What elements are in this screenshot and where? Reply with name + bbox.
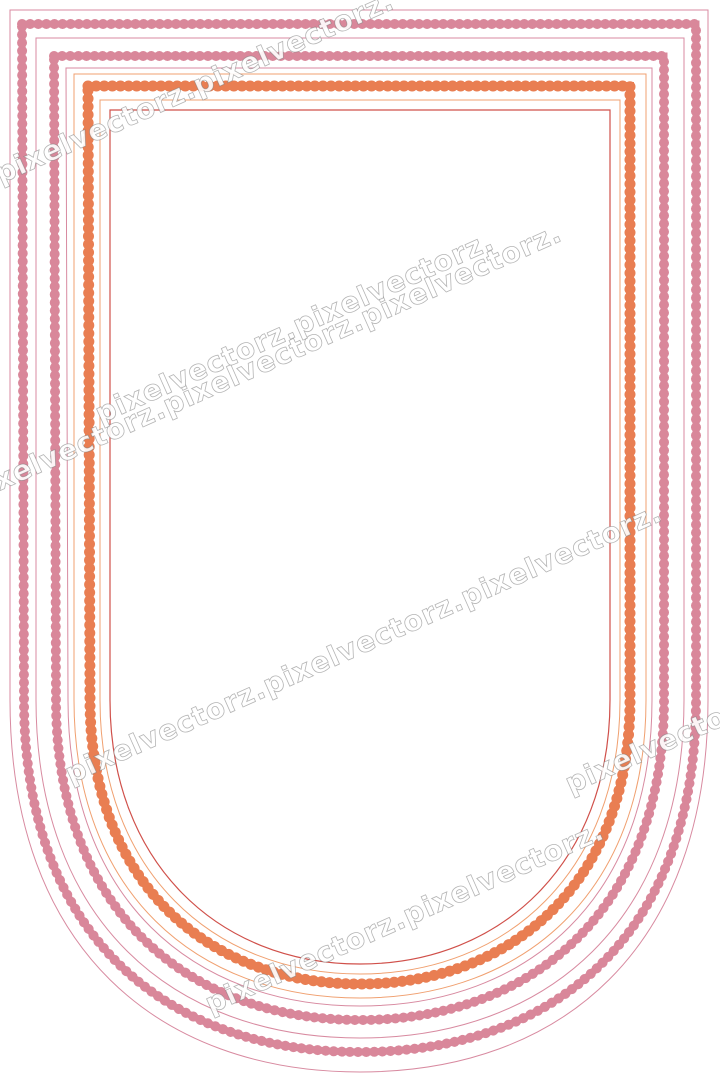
inner-thin-orange-line — [99, 99, 621, 975]
beaded-pink-border-inner — [48, 51, 669, 1026]
thin-pink-line-3 — [65, 67, 653, 1007]
innermost-red-outline — [109, 109, 611, 965]
outer-thin-outline — [9, 9, 709, 1073]
beaded-orange-border — [82, 80, 636, 990]
inner-thin-pink-outline — [35, 37, 685, 1039]
thin-orange-line — [73, 73, 647, 999]
